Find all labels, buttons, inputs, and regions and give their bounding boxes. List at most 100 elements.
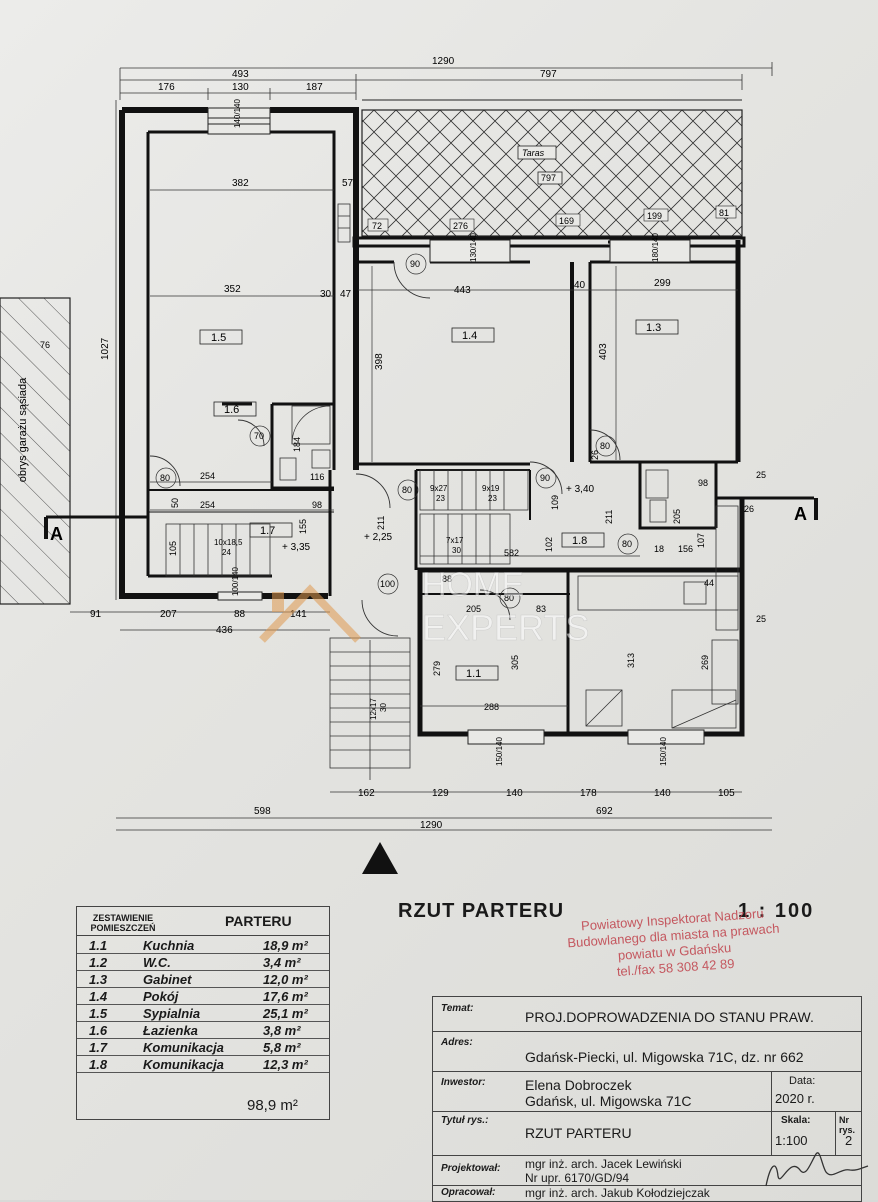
dim: 1290 (432, 56, 455, 67)
tb-label: Nr rys. (839, 1115, 856, 1135)
room-number: 1.8 (89, 1057, 108, 1072)
svg-text:25: 25 (756, 614, 766, 624)
svg-text:90: 90 (410, 259, 420, 269)
svg-text:279: 279 (432, 661, 442, 676)
neighbor-garage: obrys garażu sąsiada 76 (0, 297, 71, 605)
neighbor-label: obrys garażu sąsiada (17, 377, 29, 482)
room-area: 3,8 m² (263, 1023, 301, 1038)
room-number: 1.4 (89, 989, 108, 1004)
svg-text:207: 207 (160, 609, 177, 620)
svg-text:+ 2,25: + 2,25 (364, 532, 393, 543)
dim: 382 (232, 178, 249, 189)
tb-label: Inwestor: (441, 1077, 486, 1088)
floor-plan: obrys garażu sąsiada 76 1290 493 797 176… (0, 56, 818, 874)
svg-text:9x19: 9x19 (482, 484, 500, 493)
room-number: 1.7 (89, 1040, 108, 1055)
svg-text:80: 80 (504, 593, 514, 603)
svg-text:98: 98 (698, 478, 708, 488)
svg-text:254: 254 (200, 500, 215, 510)
dim: 443 (454, 285, 471, 296)
windows (207, 107, 705, 745)
door-widths: 90 70 80 80 80 90 80 80 100 (155, 253, 639, 609)
level-marks: + 3,35 + 2,25 + 3,40 (282, 484, 595, 553)
svg-text:30: 30 (452, 546, 461, 555)
dim: 150/140 (659, 737, 668, 766)
drawing-title: RZUT PARTERU (398, 900, 565, 922)
svg-text:102: 102 (544, 537, 554, 552)
svg-text:23: 23 (436, 494, 445, 503)
tb-label: Projektował: (441, 1163, 501, 1174)
watermark-line1: HOME (422, 566, 524, 604)
terrace-label: Taras (522, 148, 545, 158)
svg-text:24: 24 (222, 548, 231, 557)
room-label: 1.1 (466, 668, 481, 680)
svg-text:83: 83 (536, 604, 546, 614)
room-label: 1.6 (224, 404, 239, 416)
tb-inwestor1: Elena Dobroczek (525, 1077, 632, 1093)
room-number: 1.6 (89, 1023, 108, 1038)
room-label: 1.7 (260, 525, 275, 537)
svg-text:269: 269 (700, 655, 710, 670)
top-dimensions (119, 62, 773, 100)
room-name: Pokój (143, 989, 179, 1004)
room-number: 1.1 (89, 938, 108, 953)
svg-text:91: 91 (90, 609, 102, 620)
dim: 30 (320, 289, 332, 300)
svg-text:25: 25 (756, 470, 766, 480)
dim: 180/140 (651, 233, 660, 262)
svg-text:305: 305 (510, 655, 520, 670)
svg-text:100: 100 (380, 579, 395, 589)
svg-text:26: 26 (744, 504, 754, 514)
dim: 797 (541, 173, 556, 183)
watermark-logo: HOME EXPERTS (259, 566, 590, 648)
terrace: Taras 797 72 276 169 199 81 (361, 99, 743, 237)
room-area: 18,9 m² (263, 938, 308, 953)
interior-dimension-lines (150, 189, 738, 707)
svg-text:140: 140 (654, 788, 671, 799)
svg-text:80: 80 (402, 485, 412, 495)
svg-text:141: 141 (290, 609, 307, 620)
svg-text:205: 205 (672, 509, 682, 524)
tb-row-temat: Temat: PROJ.DOPROWADZENIA DO STANU PRAW. (433, 997, 861, 1032)
tb-label: Tytuł rys.: (441, 1115, 489, 1126)
svg-text:26: 26 (590, 450, 600, 460)
room-label: 1.8 (572, 535, 587, 547)
tb-skala: 1:100 (775, 1133, 808, 1148)
dim: 40 (574, 280, 586, 291)
dim: 797 (540, 69, 557, 80)
watermark-line2: EXPERTS (422, 607, 589, 648)
svg-text:254: 254 (200, 471, 215, 481)
dim: 81 (719, 208, 729, 218)
dim: 176 (158, 82, 175, 93)
tb-row-inwestor: Inwestor: Elena Dobroczek Gdańsk, ul. Mi… (433, 1071, 861, 1112)
room-label: 1.4 (462, 330, 477, 342)
svg-text:288: 288 (484, 702, 499, 712)
tb-data: 2020 r. (775, 1091, 815, 1106)
svg-text:18: 18 (654, 544, 664, 554)
room-labels: 1.5 1.4 1.3 1.6 1.7 1.8 1.1 (199, 319, 679, 681)
svg-text:156: 156 (678, 544, 693, 554)
dim: 57 (342, 178, 354, 189)
room-name: Komunikacja (143, 1040, 224, 1055)
svg-text:211: 211 (604, 510, 614, 524)
svg-text:9x27: 9x27 (430, 484, 448, 493)
dim: 276 (453, 221, 468, 231)
dim: 403 (598, 343, 609, 360)
svg-text:A: A (50, 524, 63, 544)
svg-text:692: 692 (596, 806, 613, 817)
room-number: 1.2 (89, 955, 108, 970)
tb-label: Data: (789, 1075, 816, 1087)
room-name: W.C. (143, 955, 171, 970)
tb-label: Adres: (441, 1037, 473, 1048)
svg-text:211: 211 (376, 516, 386, 530)
svg-text:105: 105 (168, 541, 178, 556)
